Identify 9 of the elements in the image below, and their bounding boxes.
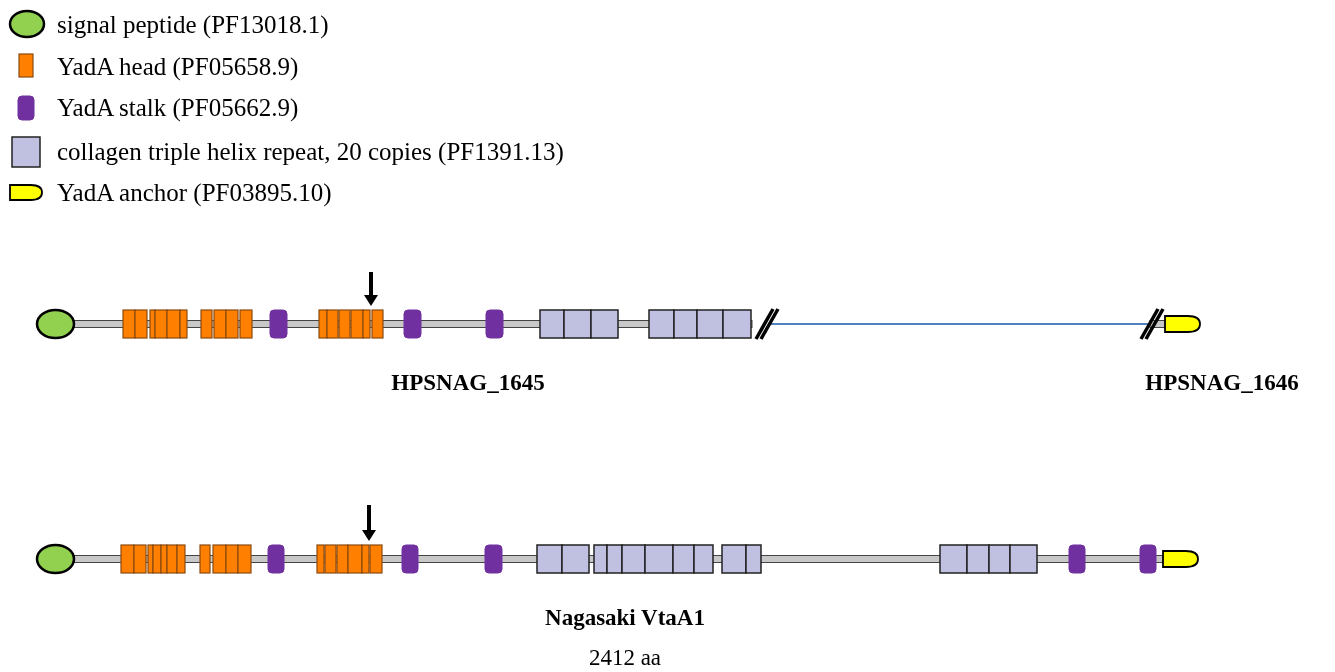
legend-label: YadA stalk (PF05662.9) bbox=[57, 95, 299, 120]
legend-label: signal peptide (PF13018.1) bbox=[57, 12, 329, 37]
protein-name-label: HPSNAG_1646 bbox=[1145, 371, 1299, 394]
legend-label: YadA head (PF05658.9) bbox=[57, 54, 299, 79]
legend-label: collagen triple helix repeat, 20 copies (PF1391.13) bbox=[57, 139, 564, 164]
protein-name-label: Nagasaki VtaA1 bbox=[545, 606, 705, 629]
protein-name-label: HPSNAG_1645 bbox=[391, 371, 545, 394]
protein-length-label: 2412 aa bbox=[588, 646, 662, 669]
legend-label: YadA anchor (PF03895.10) bbox=[57, 180, 332, 205]
